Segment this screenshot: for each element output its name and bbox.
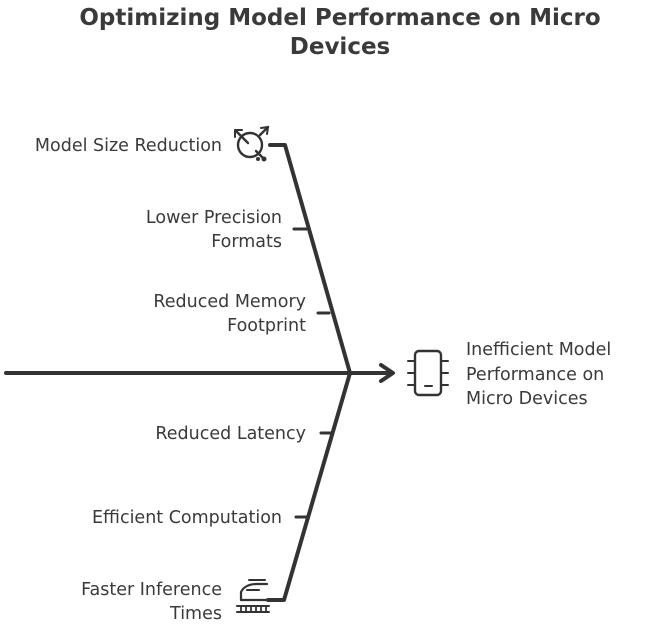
cause-faster-inference-times: Faster Inference Times — [81, 579, 270, 624]
cause-label: Model Size Reduction — [35, 136, 222, 156]
cause-lower-precision-formats: Lower Precision Formats — [146, 208, 282, 252]
cause-efficient-computation: Efficient Computation — [92, 508, 282, 528]
cause-label: Formats — [211, 232, 282, 252]
cause-label: Reduced Latency — [155, 424, 306, 444]
spine — [4, 363, 395, 383]
cause-label: Reduced Memory — [153, 292, 306, 312]
shrink-arrows-icon — [234, 125, 270, 162]
cause-label: Faster Inference — [81, 580, 222, 600]
cause-model-size-reduction: Model Size Reduction — [35, 125, 270, 162]
lower-bone — [266, 371, 352, 602]
cause-label: Lower Precision — [146, 208, 282, 228]
cause-reduced-memory-footprint: Reduced Memory Footprint — [153, 292, 306, 336]
cause-label: Efficient Computation — [92, 508, 282, 528]
diagram-title-line2: Devices — [290, 34, 391, 60]
effect-label: Inefficient Model — [466, 340, 611, 360]
effect-node: Inefficient Model Performance on Micro D… — [407, 340, 611, 409]
effect-label: Performance on — [466, 365, 604, 385]
cause-label: Times — [169, 604, 222, 624]
cause-reduced-latency: Reduced Latency — [155, 424, 306, 444]
microchip-icon — [407, 349, 449, 397]
fast-train-icon — [236, 579, 270, 613]
diagram-title-line1: Optimizing Model Performance on Micro — [79, 5, 600, 31]
effect-label: Micro Devices — [466, 389, 588, 409]
cause-label: Footprint — [227, 316, 306, 336]
upper-bone — [268, 143, 352, 375]
